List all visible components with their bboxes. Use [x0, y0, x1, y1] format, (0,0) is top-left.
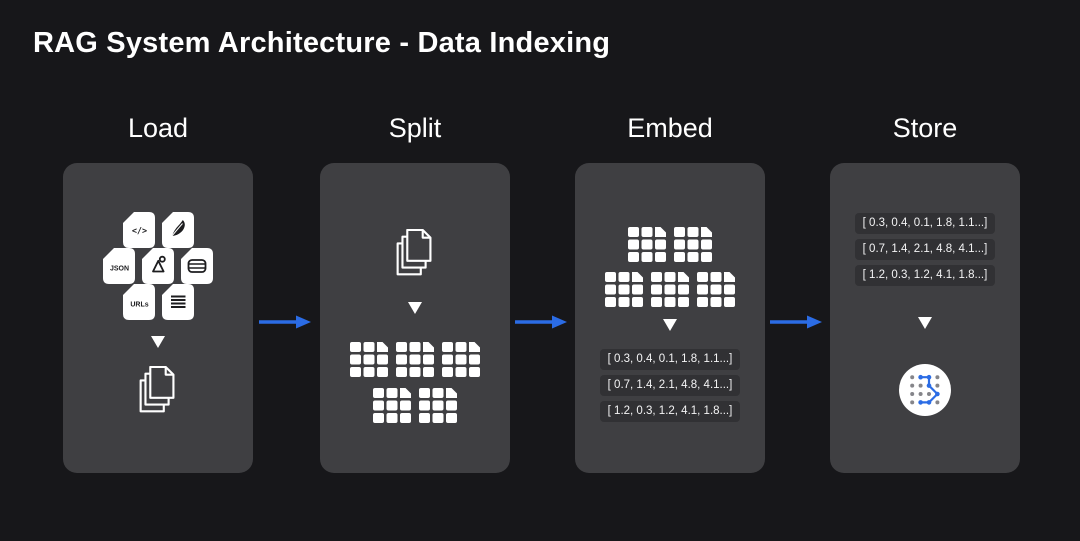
documents-stack-icon — [392, 228, 438, 288]
svg-text:URLs: URLs — [130, 302, 148, 309]
flow-arrow-split-embed — [514, 314, 568, 335]
design-file-icon — [141, 247, 175, 285]
vector-value: [ 0.3, 0.4, 0.1, 1.8, 1.1...] — [854, 213, 996, 234]
stage-split: Split — [320, 110, 510, 473]
chunk-icon — [697, 272, 735, 307]
vector-value: [ 1.2, 0.3, 1.2, 4.1, 1.8...] — [599, 401, 741, 422]
chunk-icon — [350, 342, 388, 377]
embedding-vectors: [ 0.3, 0.4, 0.1, 1.8, 1.1...] [ 0.7, 1.4… — [854, 213, 996, 286]
chunk-row — [350, 342, 480, 377]
load-card: </> JSON — [63, 163, 253, 473]
vector-value: [ 1.2, 0.3, 1.2, 4.1, 1.8...] — [854, 265, 996, 286]
stage-label-load: Load — [127, 113, 189, 143]
chunk-icon — [419, 388, 457, 423]
svg-text:JSON: JSON — [110, 266, 129, 273]
split-card — [320, 163, 510, 473]
pdf-file-icon — [161, 211, 195, 249]
chunk-icon — [605, 272, 643, 307]
urls-file-icon: URLs — [122, 283, 156, 321]
text-file-icon — [161, 283, 195, 321]
documents-stack-icon — [135, 365, 181, 425]
flow-arrow-load-split — [258, 314, 312, 335]
store-card: [ 0.3, 0.4, 0.1, 1.8, 1.1...] [ 0.7, 1.4… — [830, 163, 1020, 473]
stage-label-embed: Embed — [627, 113, 713, 143]
stage-label-store: Store — [892, 113, 958, 143]
vector-value: [ 0.3, 0.4, 0.1, 1.8, 1.1...] — [599, 349, 741, 370]
svg-text:</>: </> — [131, 227, 146, 237]
vector-value: [ 0.7, 1.4, 2.1, 4.8, 4.1...] — [854, 239, 996, 260]
load-file-row-1: </> — [122, 211, 195, 249]
chunk-icon — [628, 227, 666, 262]
chunk-icon — [373, 388, 411, 423]
stage-label-split: Split — [388, 113, 442, 143]
down-arrow-icon — [918, 317, 932, 329]
stage-load: Load </> JSON — [63, 110, 253, 473]
load-file-row-2: JSON — [102, 247, 214, 285]
chunk-icon — [651, 272, 689, 307]
load-file-row-3: URLs — [122, 283, 195, 321]
chunk-row — [628, 227, 712, 262]
chunk-icon — [396, 342, 434, 377]
down-arrow-icon — [151, 336, 165, 348]
down-arrow-icon — [408, 302, 422, 314]
embedding-vectors: [ 0.3, 0.4, 0.1, 1.8, 1.1...] [ 0.7, 1.4… — [599, 349, 741, 422]
chunk-icon — [674, 227, 712, 262]
chunk-row — [605, 272, 735, 307]
flow-arrow-embed-store — [769, 314, 823, 335]
vector-database-icon — [899, 364, 951, 416]
vector-value: [ 0.7, 1.4, 2.1, 4.8, 4.1...] — [599, 375, 741, 396]
chunk-row — [373, 388, 457, 423]
embed-card: [ 0.3, 0.4, 0.1, 1.8, 1.1...] [ 0.7, 1.4… — [575, 163, 765, 473]
table-file-icon — [180, 247, 214, 285]
json-file-icon: JSON — [102, 247, 136, 285]
chunk-icon — [442, 342, 480, 377]
stage-embed: Embed [ 0.3, 0.4, 0.1, 1.8, 1.1...] [ 0.… — [575, 110, 765, 473]
down-arrow-icon — [663, 319, 677, 331]
stage-store: Store [ 0.3, 0.4, 0.1, 1.8, 1.1...] [ 0.… — [830, 110, 1020, 473]
page-title: RAG System Architecture - Data Indexing — [33, 27, 611, 59]
code-file-icon: </> — [122, 211, 156, 249]
